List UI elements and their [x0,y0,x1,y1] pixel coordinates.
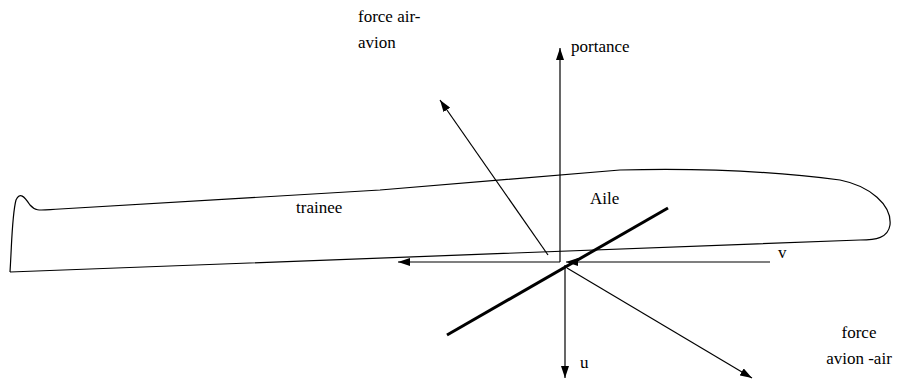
velocity-label: v [778,240,787,266]
u-arrow [564,265,565,378]
lift-label: portance [571,34,630,60]
velocity-label: u [580,350,589,376]
wing-label: Aile [590,186,619,212]
force-label: force air-avion [358,4,438,56]
force-avion-air-arrow [567,268,752,378]
portance-arrow [559,48,560,262]
v-arrow [566,261,770,262]
force-air-avion-arrow [440,100,548,255]
drag-label: trainee [296,195,342,221]
trainee-arrow [398,261,560,262]
wing [447,208,668,335]
force-label: force avion -air [822,320,896,372]
fuselage-outline [10,169,890,272]
